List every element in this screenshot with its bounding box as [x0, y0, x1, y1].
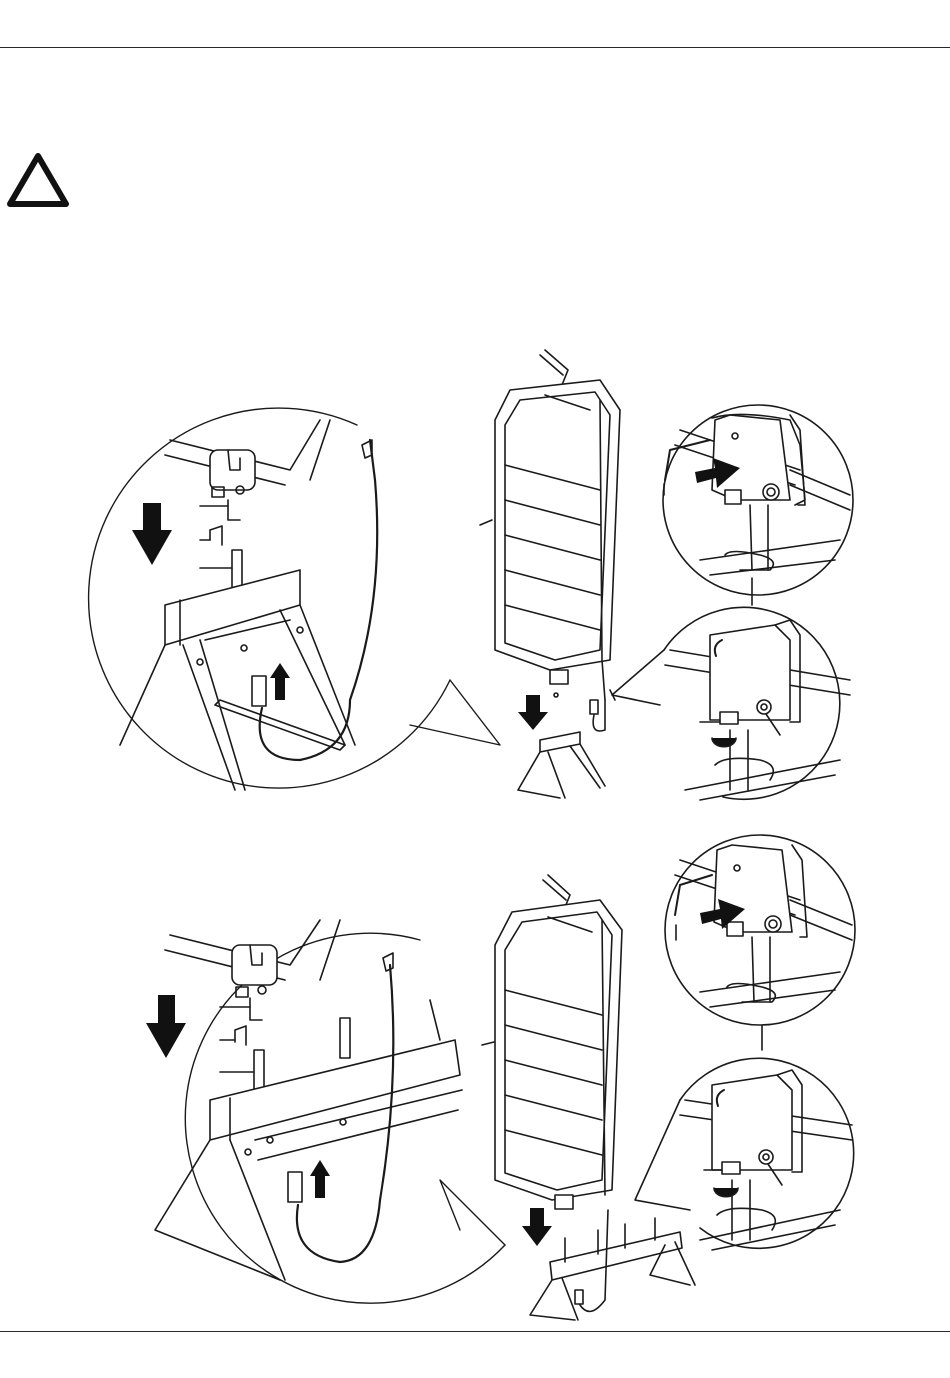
step-b-down-arrow-icon — [146, 995, 186, 1058]
step-a-rotate-arrow-icon — [712, 738, 736, 747]
step-a-zoom-detail — [89, 408, 500, 790]
step-a-down-arrow-icon — [132, 503, 172, 565]
step-a-detail-insert — [663, 405, 853, 605]
step-a-group — [89, 350, 853, 800]
step-b-group — [146, 835, 855, 1320]
step-b-rotate-arrow-icon — [714, 1188, 738, 1197]
step-a-small-down-arrow-icon — [518, 695, 548, 730]
step-b-radiator — [482, 875, 695, 1320]
step-b-detail-tighten — [635, 1058, 854, 1250]
step-a-up-arrow-icon — [270, 663, 290, 700]
step-b-small-down-arrow-icon — [522, 1208, 552, 1246]
step-a-radiator — [480, 350, 620, 798]
step-a-detail-tighten — [612, 607, 850, 800]
step-b-up-arrow-icon — [310, 1160, 330, 1198]
step-b-zoom-detail — [146, 920, 505, 1303]
step-b-detail-insert — [665, 835, 855, 1050]
